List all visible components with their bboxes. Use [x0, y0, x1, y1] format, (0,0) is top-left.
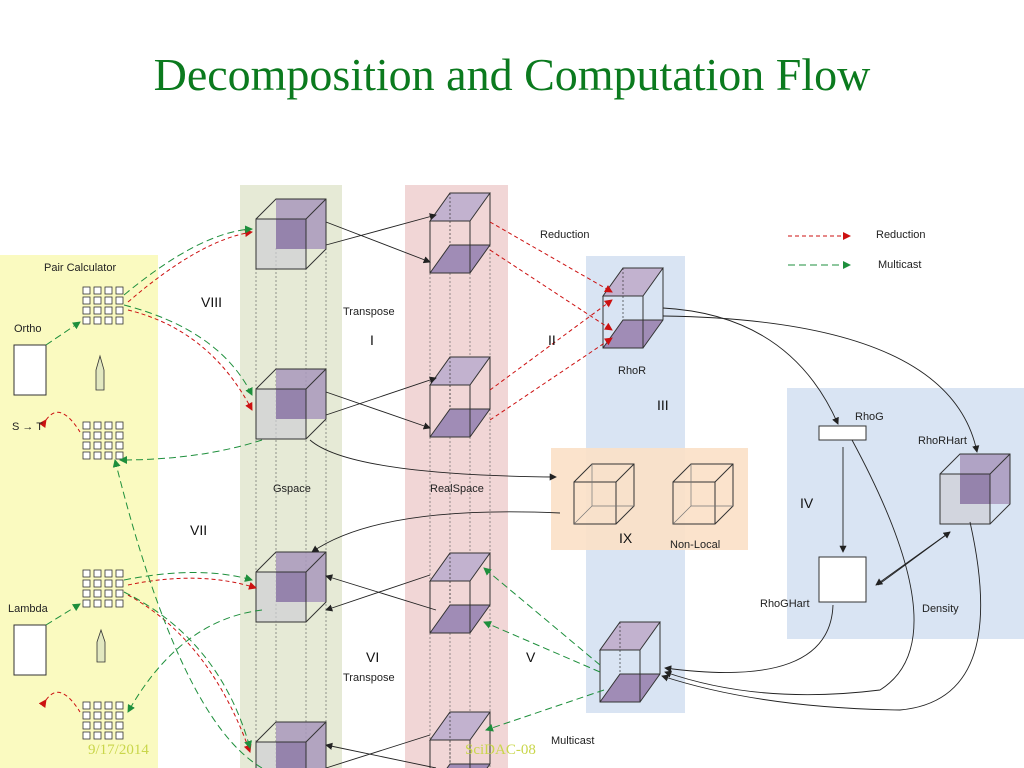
step-vii: VII — [190, 522, 207, 538]
step-iii: III — [657, 397, 669, 413]
rhoghart-box — [818, 556, 867, 603]
transpose-bottom-label: Transpose — [343, 672, 395, 684]
step-vi: VI — [366, 649, 379, 665]
gspace-band — [240, 185, 342, 768]
lambda-box — [13, 624, 47, 676]
up-arrow-icon-lower — [96, 628, 106, 663]
step-iv: IV — [800, 495, 814, 511]
ortho-box — [13, 344, 47, 396]
density-label: Density — [922, 603, 959, 615]
step-i: I — [370, 332, 374, 348]
rhoghart-label: RhoGHart — [760, 598, 810, 610]
pair-calculator-band — [0, 255, 158, 768]
realspace-label: RealSpace — [430, 483, 484, 495]
slide-title: Decomposition and Computation Flow — [153, 49, 871, 100]
step-ii: II — [548, 332, 556, 348]
step-viii: VIII — [201, 294, 222, 310]
ortho-label: Ortho — [14, 323, 42, 335]
rhog-label: RhoG — [855, 411, 884, 423]
footer-date: 9/17/2014 — [88, 742, 149, 758]
rhorhart-label: RhoRHart — [918, 435, 967, 447]
step-v: V — [526, 649, 536, 665]
legend-multicast-label: Multicast — [878, 259, 921, 271]
reduction-mid-label: Reduction — [540, 229, 590, 241]
transpose-top-label: Transpose — [343, 306, 395, 318]
lambda-label: Lambda — [8, 603, 49, 615]
pair-calculator-label: Pair Calculator — [44, 262, 116, 274]
footer-event: SciDAC-08 — [465, 742, 536, 758]
realspace-band — [405, 185, 508, 768]
step-ix: IX — [619, 530, 633, 546]
up-arrow-icon — [95, 354, 105, 391]
s-to-t-label: S → T — [12, 421, 43, 433]
gspace-label: Gspace — [273, 483, 311, 495]
legend-reduction-label: Reduction — [876, 229, 926, 241]
multicast-bottom-label: Multicast — [551, 735, 594, 747]
rhor-label: RhoR — [618, 365, 646, 377]
nonlocal-panel — [551, 448, 748, 550]
rhog-box — [818, 425, 867, 441]
nonlocal-label: Non-Local — [670, 539, 720, 551]
